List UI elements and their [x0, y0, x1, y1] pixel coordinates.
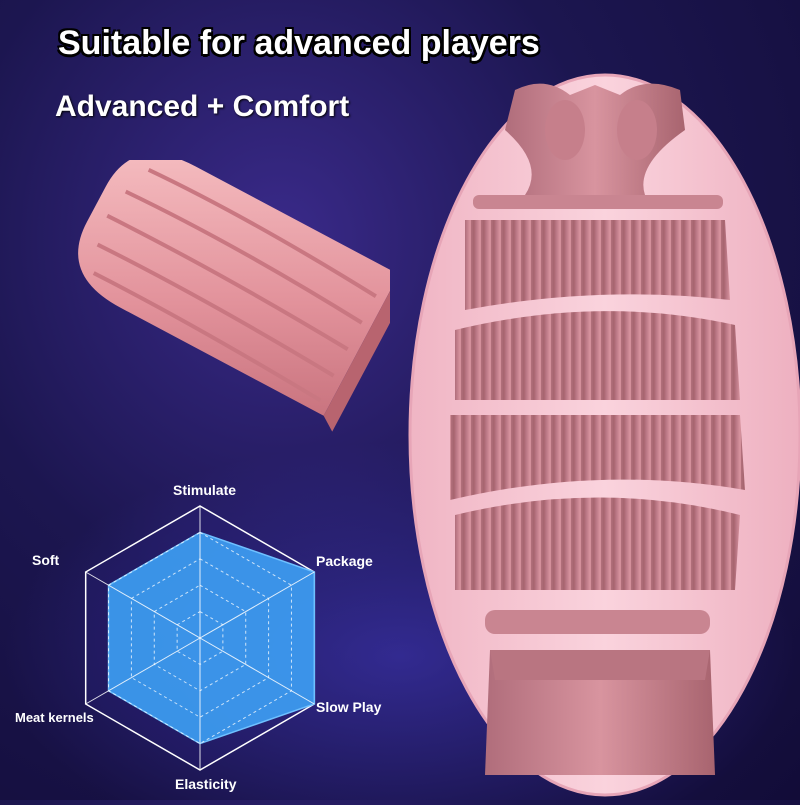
radar-label-meat-kernels: Meat kernels — [15, 710, 94, 725]
radar-spoke — [85, 637, 201, 705]
sleeve-cross-section-image — [395, 70, 800, 800]
radar-label-soft: Soft — [32, 552, 60, 568]
radar-label-stimulate: Stimulate — [173, 482, 237, 498]
insert-piece-image — [30, 153, 405, 470]
radar-chart-svg — [84, 505, 316, 771]
radar-label-slow-play: Slow Play — [316, 699, 382, 715]
radar-label-elasticity: Elasticity — [175, 776, 237, 792]
headline: Suitable for advanced players — [58, 24, 540, 62]
radar-spoke — [199, 571, 315, 639]
radar-spoke — [85, 571, 201, 639]
tagline: Advanced + Comfort — [55, 90, 350, 123]
radar-spoke — [199, 637, 315, 705]
radar-label-package: Package — [316, 553, 373, 569]
radar-chart: Stimulate Package Slow Play Elasticity M… — [0, 470, 400, 800]
